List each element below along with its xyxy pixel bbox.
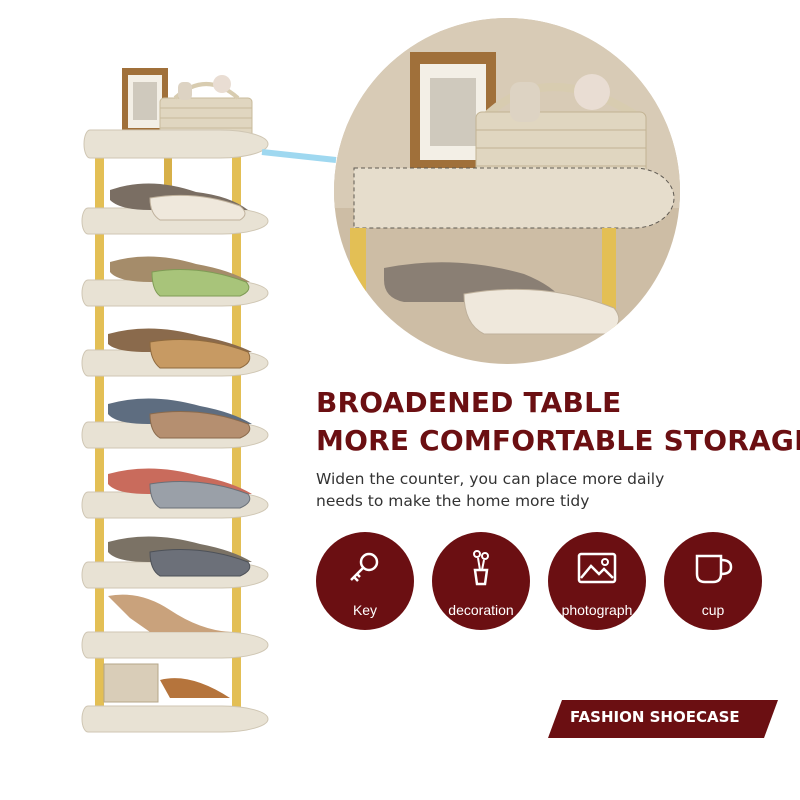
feature-decoration-label: decoration (448, 602, 514, 618)
key-icon (350, 552, 379, 582)
headline-line-1: BROADENED TABLE (316, 386, 622, 419)
zoom-photo-frame (410, 52, 496, 172)
feature-decoration: decoration (432, 532, 530, 630)
subtitle-line-1: Widen the counter, you can place more da… (316, 470, 665, 488)
feature-cup: cup (664, 532, 762, 630)
shoe-rack-illustration (81, 68, 269, 733)
wicker-basket (159, 75, 253, 139)
zoom-detail-circle (334, 18, 680, 364)
picture-icon (577, 552, 617, 584)
feature-key: Key (316, 532, 414, 630)
shelf-boards (81, 129, 269, 733)
banner-label: FASHION SHOECASE (570, 708, 740, 726)
cup-icon (695, 554, 733, 584)
vase-icon (473, 550, 489, 586)
feature-photograph: photograph (548, 532, 646, 630)
feature-cup-label: cup (701, 602, 725, 618)
shoes (103, 183, 252, 703)
subtitle-line-2: needs to make the home more tidy (316, 492, 590, 510)
headline-line-2: MORE COMFORTABLE STORAGE (316, 424, 800, 457)
banner-shape (548, 700, 778, 738)
feature-key-label: Key (352, 602, 378, 618)
feature-photograph-label: photograph (561, 602, 633, 618)
